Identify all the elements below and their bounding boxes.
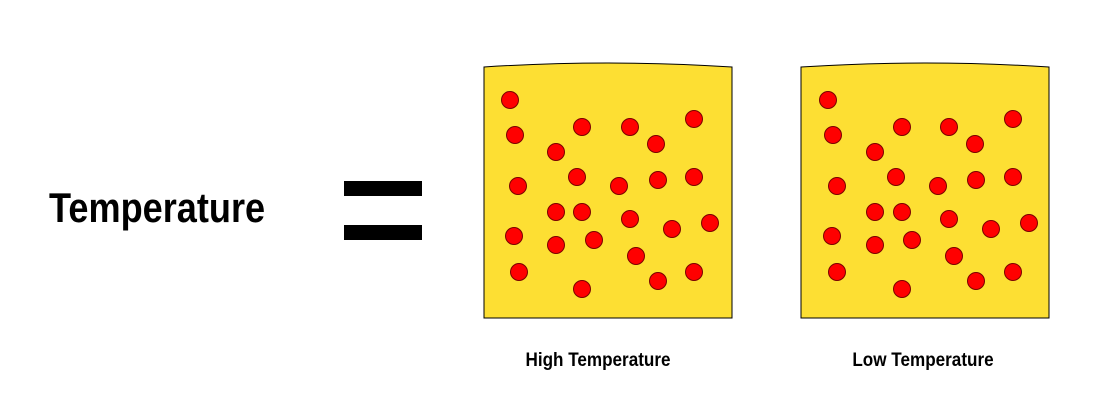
- high-temperature-particle: [547, 203, 565, 221]
- low-temperature-particle: [929, 177, 947, 195]
- low-temperature-particle: [828, 263, 846, 281]
- low-temperature-particle: [940, 118, 958, 136]
- low-temperature-particles: [819, 91, 1038, 298]
- high-temperature-particle: [627, 247, 645, 265]
- high-temperature-particle: [685, 110, 703, 128]
- high-temperature-particle: [509, 177, 527, 195]
- high-temperature-particle: [685, 168, 703, 186]
- high-temperature-particle: [701, 214, 719, 232]
- high-temperature-particle: [547, 143, 565, 161]
- high-temperature-particle: [647, 135, 665, 153]
- low-temperature-particle: [982, 220, 1000, 238]
- equals-bar-bottom: [344, 225, 422, 240]
- high-temperature-particle: [501, 91, 519, 109]
- low-temperature-panel: [800, 62, 1050, 319]
- low-temperature-particle: [866, 143, 884, 161]
- high-temperature-particle: [573, 280, 591, 298]
- high-temperature-particle: [610, 177, 628, 195]
- equals-sign: [344, 181, 422, 240]
- high-temperature-particles: [501, 91, 719, 298]
- low-temperature-particle: [824, 126, 842, 144]
- high-temperature-particle: [547, 236, 565, 254]
- low-temperature-particle: [940, 210, 958, 228]
- high-temperature-particle: [510, 263, 528, 281]
- low-temperature-particle: [966, 135, 984, 153]
- low-temperature-particle: [1004, 110, 1022, 128]
- low-temperature-particle: [1004, 168, 1022, 186]
- high-temperature-particle: [649, 171, 667, 189]
- high-temperature-particle: [505, 227, 523, 245]
- high-temperature-particle: [685, 263, 703, 281]
- high-temperature-box: [483, 62, 733, 319]
- low-temperature-particle: [828, 177, 846, 195]
- high-temperature-particle: [621, 210, 639, 228]
- low-temperature-particle: [866, 203, 884, 221]
- equals-bar-top: [344, 181, 422, 196]
- high-temperature-particle: [573, 203, 591, 221]
- low-temperature-particle: [893, 203, 911, 221]
- low-temperature-particle: [887, 168, 905, 186]
- low-temperature-particle: [893, 280, 911, 298]
- high-temperature-particle: [506, 126, 524, 144]
- low-temperature-particle: [945, 247, 963, 265]
- low-temperature-caption: Low Temperature: [852, 350, 994, 371]
- high-temperature-panel: [483, 62, 733, 319]
- high-temperature-particle: [568, 168, 586, 186]
- high-temperature-particle: [649, 272, 667, 290]
- high-temperature-particle: [573, 118, 591, 136]
- low-temperature-particle: [967, 272, 985, 290]
- low-temperature-particle: [1004, 263, 1022, 281]
- high-temperature-particle: [663, 220, 681, 238]
- low-temperature-particle: [893, 118, 911, 136]
- high-temperature-caption: High Temperature: [525, 350, 671, 371]
- high-temperature-particle: [621, 118, 639, 136]
- low-temperature-box: [800, 62, 1050, 319]
- low-temperature-particle: [866, 236, 884, 254]
- high-temperature-particle: [585, 231, 603, 249]
- low-temperature-particle: [819, 91, 837, 109]
- low-temperature-particle: [967, 171, 985, 189]
- temperature-label: Temperature: [49, 184, 266, 231]
- low-temperature-particle: [903, 231, 921, 249]
- low-temperature-particle: [1020, 214, 1038, 232]
- low-temperature-particle: [823, 227, 841, 245]
